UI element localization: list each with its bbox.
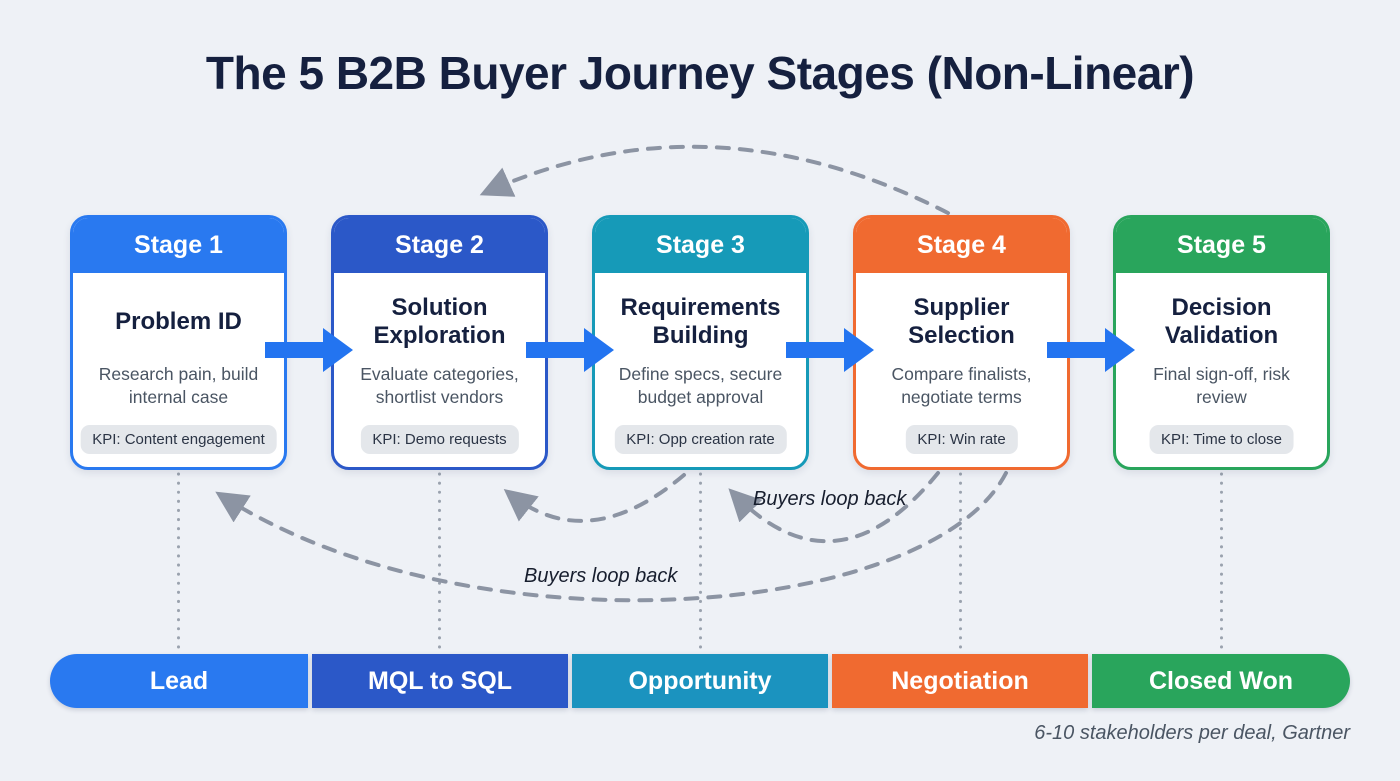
- stage-4-kpi-badge: KPI: Win rate: [905, 425, 1018, 454]
- stage-5-header: Stage 5: [1116, 218, 1327, 273]
- loopback-label-lower: Buyers loop back: [524, 565, 678, 587]
- stage-5-description: Final sign-off, risk review: [1153, 364, 1290, 407]
- stage-3-kpi-badge: KPI: Opp creation rate: [614, 425, 787, 454]
- stage-2-description: Evaluate categories, shortlist vendors: [360, 364, 519, 407]
- stage-card-4: Stage 4 Supplier Selection Compare final…: [853, 215, 1070, 470]
- flow-arrow-1-to-2: [265, 328, 353, 372]
- footnote-source: 6-10 stakeholders per deal, Gartner: [1034, 722, 1350, 744]
- stage-card-1: Stage 1 Problem ID Research pain, build …: [70, 215, 287, 470]
- stage-card-2: Stage 2 Solution Exploration Evaluate ca…: [331, 215, 548, 470]
- stage-1-kpi-badge: KPI: Content engagement: [80, 425, 277, 454]
- stage-card-5: Stage 5 Decision Validation Final sign-o…: [1113, 215, 1330, 470]
- stage-card-3: Stage 3 Requirements Building Define spe…: [592, 215, 809, 470]
- funnel-segment-closed-won: Closed Won: [1092, 654, 1350, 708]
- funnel-segment-mql-to-sql: MQL to SQL: [312, 654, 568, 708]
- funnel-segment-lead: Lead: [50, 654, 308, 708]
- stage-4-header: Stage 4: [856, 218, 1067, 273]
- stage-3-name: Requirements Building: [620, 293, 781, 349]
- stage-2-kpi-badge: KPI: Demo requests: [360, 425, 519, 454]
- flow-arrow-3-to-4: [786, 328, 874, 372]
- stage-5-kpi-badge: KPI: Time to close: [1149, 425, 1294, 454]
- stage-2-name: Solution Exploration: [373, 293, 506, 349]
- flow-arrow-4-to-5: [1047, 328, 1135, 372]
- flow-arrow-2-to-3: [526, 328, 614, 372]
- stage-3-description: Define specs, secure budget approval: [618, 364, 783, 407]
- stage-1-header: Stage 1: [73, 218, 284, 273]
- stage-4-name: Supplier Selection: [908, 293, 1015, 349]
- loopback-arc-stage3-to-stage2: [503, 473, 686, 523]
- funnel-segment-negotiation: Negotiation: [832, 654, 1088, 708]
- loopback-arc-stage4-to-stage3: [728, 471, 940, 544]
- loopback-arc-stage4-to-stage2-top: [479, 144, 950, 215]
- page-title: The 5 B2B Buyer Journey Stages (Non-Line…: [205, 47, 1195, 99]
- loopback-arc-stage4-to-stage1: [215, 471, 1008, 603]
- stage-2-header: Stage 2: [334, 218, 545, 273]
- stage-1-name: Problem ID: [115, 307, 242, 335]
- loopback-label-upper: Buyers loop back: [753, 488, 907, 510]
- funnel-bar: Lead MQL to SQL Opportunity Negotiation …: [0, 654, 1400, 708]
- funnel-segment-opportunity: Opportunity: [572, 654, 828, 708]
- stage-4-description: Compare finalists, negotiate terms: [891, 364, 1032, 407]
- stage-5-name: Decision Validation: [1164, 293, 1279, 349]
- stage-1-description: Research pain, build internal case: [98, 364, 259, 407]
- stage-3-header: Stage 3: [595, 218, 806, 273]
